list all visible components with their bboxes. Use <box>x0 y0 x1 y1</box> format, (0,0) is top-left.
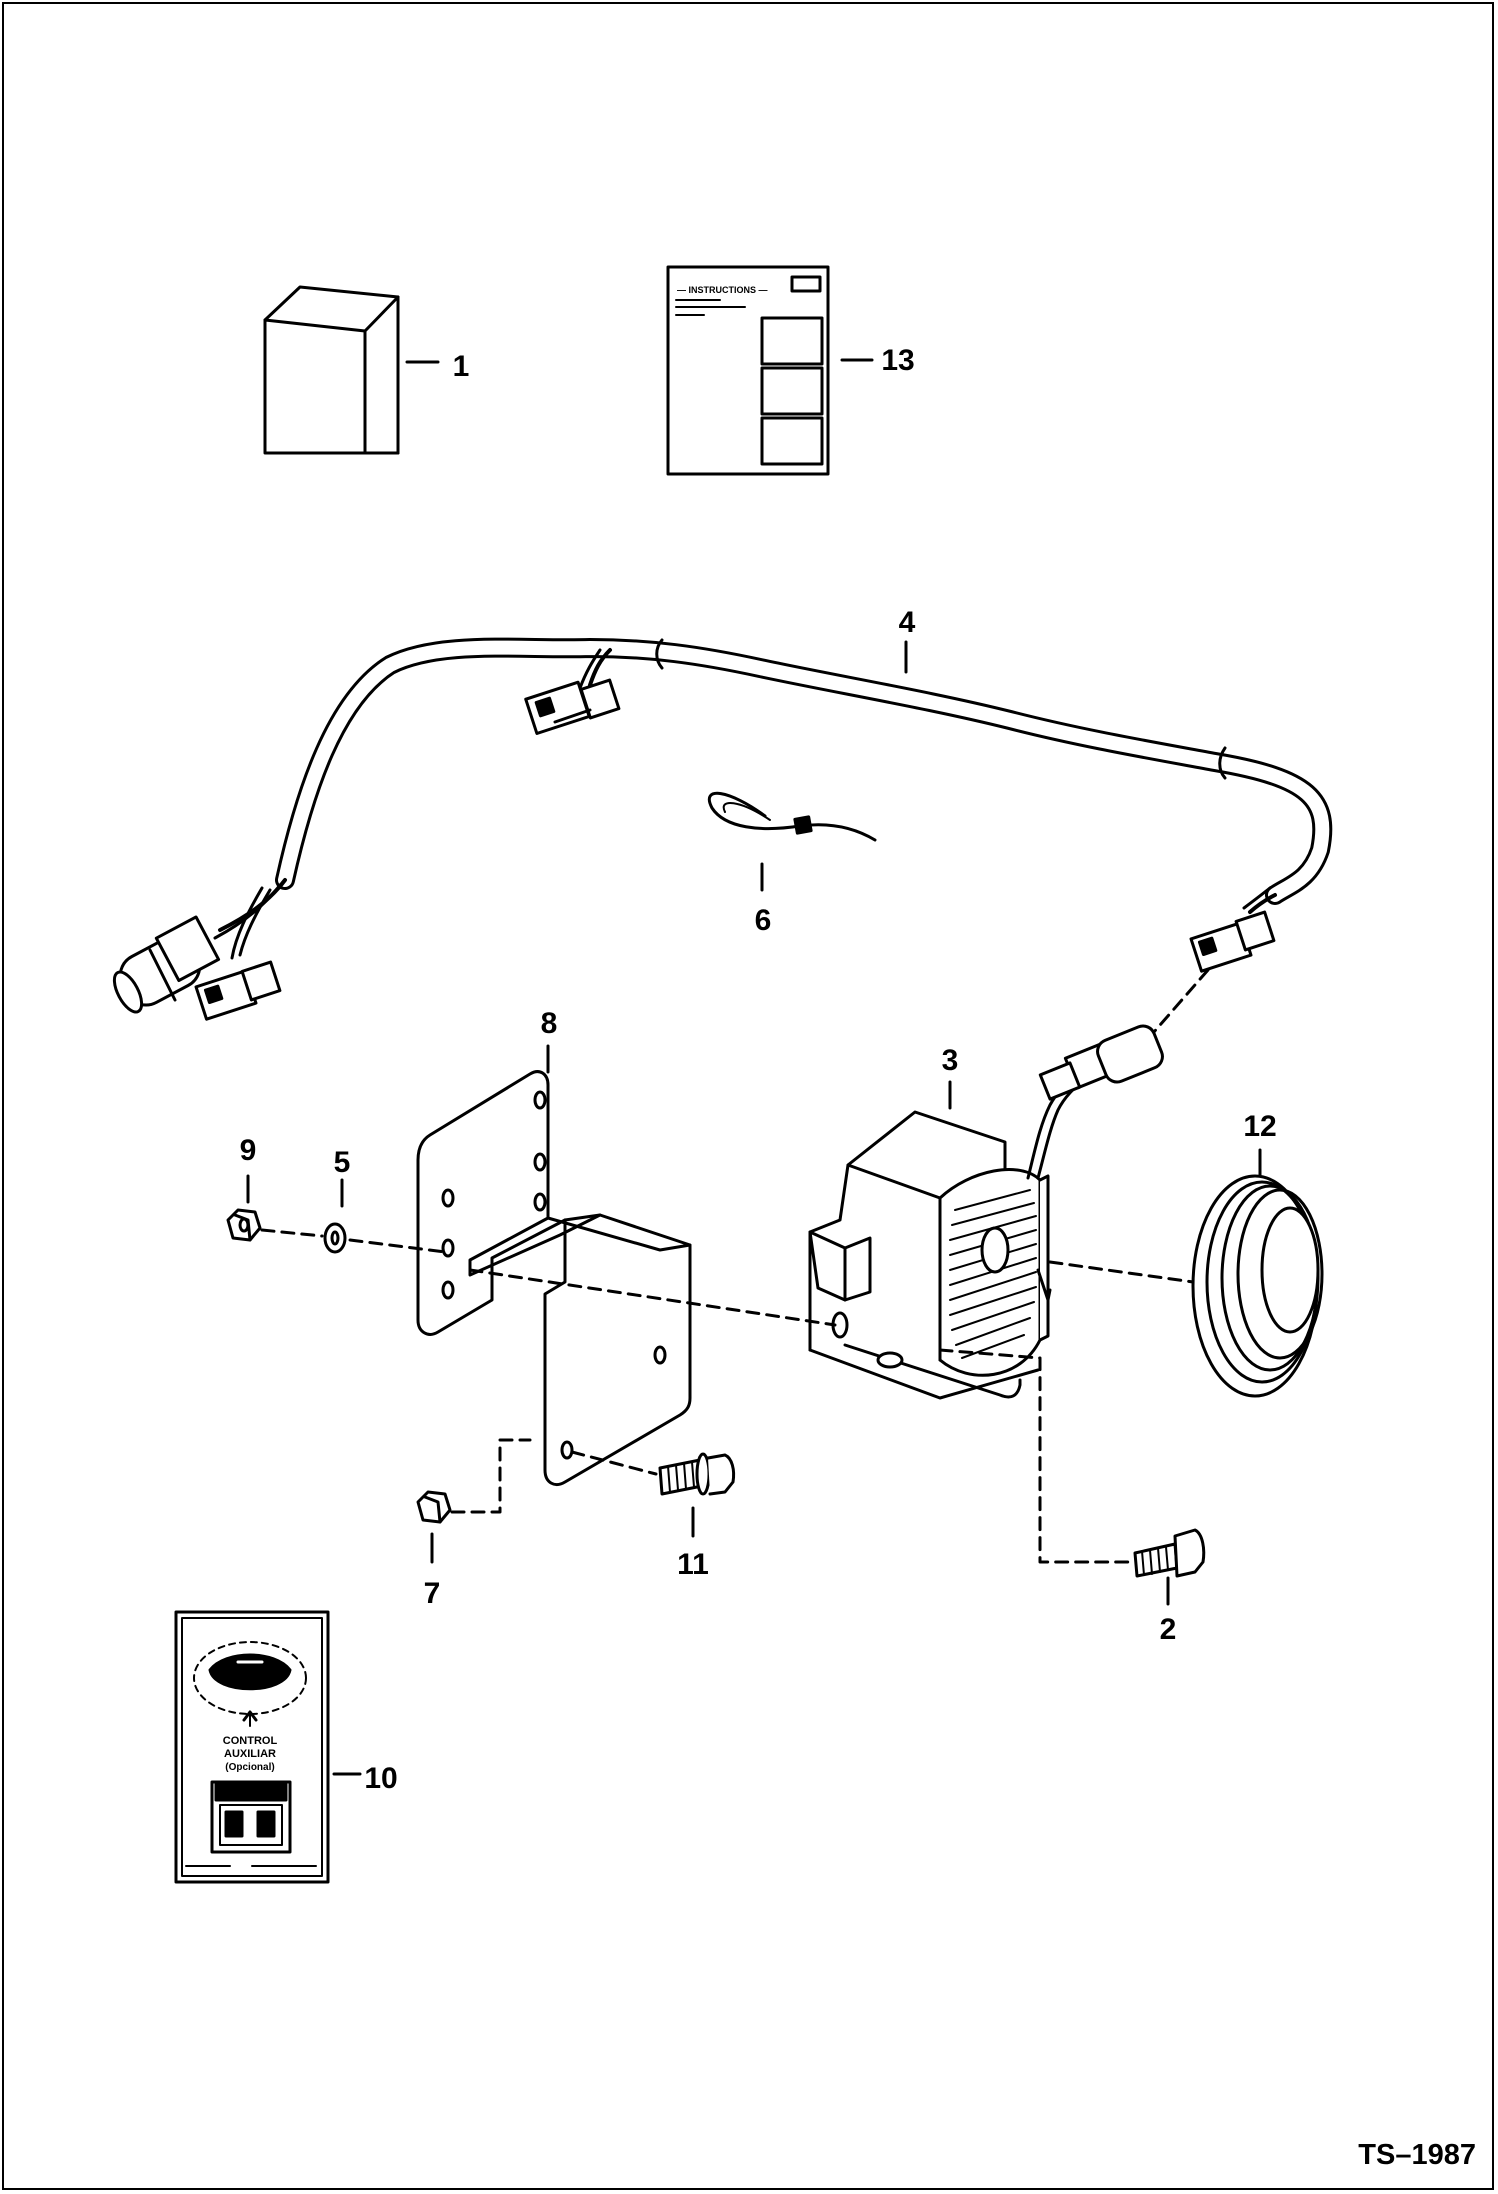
connection-line-grommet <box>1048 1260 1195 1284</box>
connection-line-bolt-2 <box>938 1348 1132 1564</box>
decal-line-2: AUXILIAR <box>224 1748 276 1760</box>
part-1-box <box>263 285 400 455</box>
callout-13: 13 <box>881 344 915 377</box>
callout-6: 6 <box>754 904 772 937</box>
callout-3: 3 <box>941 1044 959 1077</box>
part-13-instruction-sheet: — INSTRUCTIONS — <box>666 265 830 476</box>
connection-line-nut-7 <box>450 1438 532 1514</box>
part-2-hex-bolt <box>1133 1528 1206 1578</box>
callout-11: 11 <box>677 1548 709 1581</box>
part-6-cable-tie <box>708 791 877 842</box>
callout-8: 8 <box>540 1007 558 1040</box>
decal-line-1: CONTROL <box>223 1735 278 1747</box>
instructions-header: — INSTRUCTIONS — <box>677 285 768 295</box>
part-9-nut <box>226 1208 262 1242</box>
part-11-flange-bolt <box>658 1452 736 1496</box>
callout-9: 9 <box>239 1134 257 1167</box>
figure-id: TS–1987 <box>1358 2139 1476 2171</box>
callout-5: 5 <box>333 1146 351 1179</box>
part-5-washer <box>323 1222 347 1254</box>
connection-line-mount <box>260 1228 837 1327</box>
callout-4: 4 <box>898 606 916 639</box>
callout-2: 2 <box>1159 1613 1177 1646</box>
part-8-bracket <box>416 1070 692 1486</box>
callout-12: 12 <box>1243 1110 1277 1143</box>
decal-line-3: (Opcional) <box>225 1762 274 1773</box>
part-3-backup-alarm <box>808 1024 1164 1400</box>
part-12-grommet <box>1191 1174 1324 1398</box>
callout-1: 1 <box>452 350 470 383</box>
connection-line-bolt-11 <box>570 1450 658 1476</box>
part-10-decal: CONTROL AUXILIAR (Opcional) <box>174 1610 330 1884</box>
callout-10: 10 <box>364 1762 398 1795</box>
part-4-wiring-harness <box>112 637 1333 1021</box>
part-7-nut <box>416 1490 452 1524</box>
callout-7: 7 <box>423 1577 441 1610</box>
